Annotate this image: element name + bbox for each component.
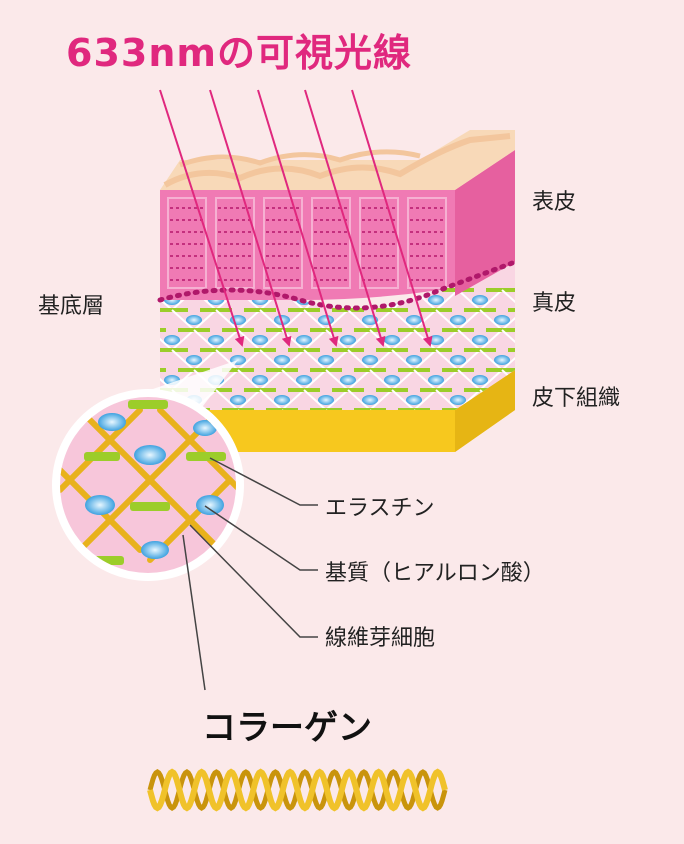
collagen-label: コラーゲン <box>202 708 372 748</box>
subcutis-layer <box>160 370 515 452</box>
collagen-helix <box>147 768 448 812</box>
magnified-view <box>52 389 244 581</box>
light-rays <box>159 89 433 347</box>
elastin-label: エラスチン <box>325 496 435 521</box>
basal-layer-label: 基底層 <box>38 294 105 319</box>
skin-surface <box>160 130 515 190</box>
dermis-label: 真皮 <box>532 291 577 316</box>
fibroblast-label: 線維芽細胞 <box>325 626 436 651</box>
matrix-label: 基質（ヒアルロン酸） <box>325 561 545 586</box>
epidermis-label: 表皮 <box>532 190 577 215</box>
subcutis-label: 皮下組織 <box>532 386 621 411</box>
title: 633nmの可視光線 <box>66 31 412 75</box>
epidermis-layer <box>157 150 518 311</box>
leader-lines <box>182 457 318 691</box>
